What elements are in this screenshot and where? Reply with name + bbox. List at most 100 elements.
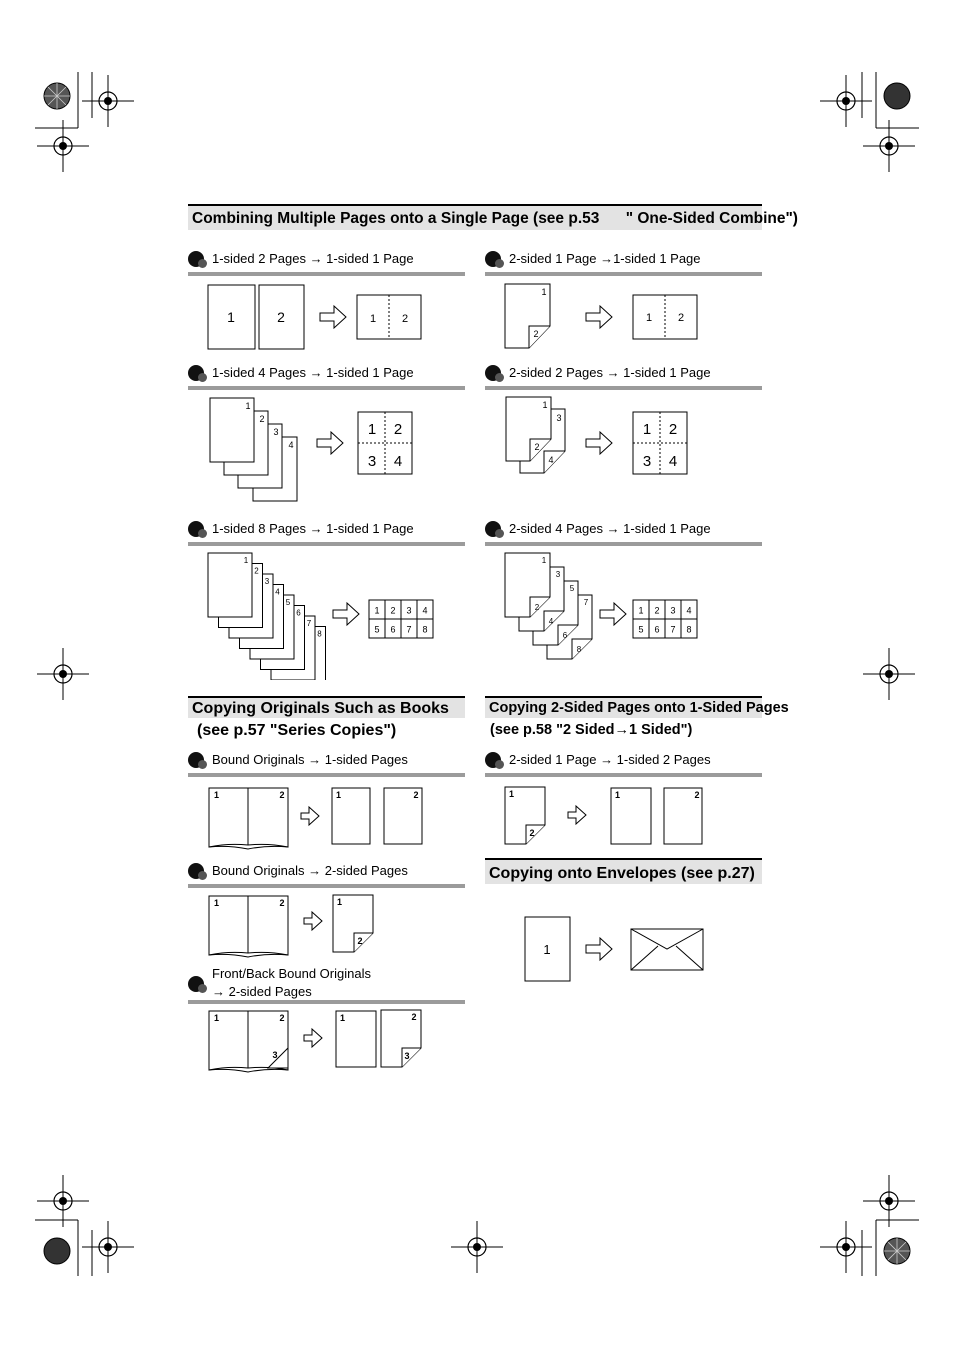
page-number: 6 <box>563 631 568 640</box>
page-number: 1 <box>370 313 376 325</box>
section-title: Combining Multiple Pages onto a Single P… <box>192 210 600 227</box>
page-number: 2 <box>529 828 534 838</box>
page-number: 1 <box>374 606 379 616</box>
page-number: 4 <box>394 453 402 470</box>
page-number: 2 <box>411 1012 416 1022</box>
diagram-bound-to-2s: 1 2 1 2 <box>208 894 374 958</box>
diagram-bound-to-1s: 1 2 1 2 <box>208 787 423 850</box>
page-number: 3 <box>670 606 675 616</box>
page-number: 1 <box>214 898 219 908</box>
page-number: 2 <box>279 790 284 800</box>
color-wheel-icon <box>43 1237 71 1265</box>
subsection-2s1-to-1s1: 2-sided 1 Page →1-sided 1 Page <box>485 248 762 276</box>
bullet-icon <box>485 365 504 382</box>
subsection-2s1-to-1s2: 2-sided 1 Page → 1-sided 2 Pages <box>485 749 762 777</box>
page-number: 7 <box>406 625 411 635</box>
page-number: 7 <box>584 598 589 607</box>
diagram-2s1-to-1s1: 1 2 1 2 <box>504 283 698 349</box>
color-wheel-icon <box>883 82 911 110</box>
subsection-label: Bound Originals → 2-sided Pages <box>212 863 408 878</box>
page-number: 2 <box>535 603 540 612</box>
subsection-label: 2-sided 1 Page → 1-sided 2 Pages <box>509 752 711 767</box>
page-number: 1 <box>245 401 250 411</box>
subsection-label: 2-sided 2 Pages → 1-sided 1 Page <box>509 365 711 380</box>
section-title: Copying Originals Such as Books <box>192 700 449 717</box>
page-number: 3 <box>272 1050 277 1060</box>
page-number: 2 <box>259 414 264 424</box>
page-number: 1 <box>214 1013 219 1023</box>
page-number: 2 <box>279 1013 284 1023</box>
open-book-icon <box>208 895 289 958</box>
section-title-sub: (see p.57 "Series Copies") <box>197 722 397 739</box>
section-title: Copying onto Envelopes (see p.27) <box>489 865 755 882</box>
page-number: 1 <box>638 606 643 616</box>
page-number: 1 <box>340 1013 345 1023</box>
subsection-label: 1-sided 8 Pages → 1-sided 1 Page <box>212 521 414 536</box>
arrow-right-icon <box>585 936 613 962</box>
section-title-cont: " One-Sided Combine") <box>625 210 798 227</box>
envelope-icon <box>630 928 704 971</box>
page-number: 3 <box>368 453 376 470</box>
page-number: 2 <box>390 606 395 616</box>
arrow-right-icon <box>303 910 323 932</box>
page-number: 4 <box>422 606 427 616</box>
page-number: 4 <box>549 617 554 626</box>
page-number: 2 <box>279 898 284 908</box>
page-number: 2 <box>402 313 408 325</box>
subsection-frontback-to-2s: Front/Back Bound Originals → 2-sided Pag… <box>188 966 465 1004</box>
divider <box>188 272 465 276</box>
page-number: 2 <box>394 421 402 438</box>
page-number: 4 <box>288 440 293 450</box>
page-number: 2 <box>534 442 539 452</box>
page-number: 1 <box>337 897 342 907</box>
page-number: 2 <box>277 309 285 325</box>
subsection-label: Bound Originals → 1-sided Pages <box>212 752 408 767</box>
color-wheel-icon <box>43 82 71 110</box>
page-number: 1 <box>244 556 249 565</box>
page-number: 2 <box>669 421 677 438</box>
divider <box>188 1000 465 1004</box>
section-header-books: Copying Originals Such as Books <box>188 696 465 718</box>
page-number: 2 <box>413 790 418 800</box>
section-header-combine: Combining Multiple Pages onto a Single P… <box>188 204 798 230</box>
arrow-right-icon <box>303 1027 323 1049</box>
arrow-right-icon <box>319 304 347 330</box>
arrow-right-icon <box>316 430 344 456</box>
page-number: 1 <box>615 790 620 800</box>
page-number: 3 <box>265 577 270 586</box>
arrow-right-icon <box>332 601 360 627</box>
subsection-2s4-to-1s1: 2-sided 4 Pages → 1-sided 1 Page <box>485 518 762 546</box>
bullet-icon <box>188 521 207 538</box>
page-number: 4 <box>669 453 677 470</box>
page-number: 3 <box>556 413 561 423</box>
subsection-1s4-to-1s1: 1-sided 4 Pages → 1-sided 1 Page <box>188 362 465 390</box>
subsection-label: 1-sided 2 Pages → 1-sided 1 Page <box>212 251 414 266</box>
subsection-label: 2-sided 1 Page →1-sided 1 Page <box>509 251 701 266</box>
bullet-icon <box>188 976 207 993</box>
arrow-right-icon <box>585 430 613 456</box>
arrow-right-icon <box>567 804 587 826</box>
diagram-1s4-to-1s1: 4 3 2 1 1 2 3 4 <box>209 397 413 502</box>
open-book-icon <box>208 1010 289 1073</box>
divider <box>485 773 762 777</box>
page-number: 1 <box>214 790 219 800</box>
arrow-right-icon <box>585 304 613 330</box>
page-number: 2 <box>694 790 699 800</box>
page-number: 1 <box>336 790 341 800</box>
page-number: 3 <box>406 606 411 616</box>
arrow-right-icon <box>599 601 627 627</box>
page-number: 1 <box>227 309 235 325</box>
page-number: 1 <box>509 789 514 799</box>
bullet-icon <box>188 752 207 769</box>
subsection-1s2-to-1s1: 1-sided 2 Pages → 1-sided 1 Page <box>188 248 465 276</box>
page-number: 1 <box>643 421 651 438</box>
page-number: 8 <box>422 625 427 635</box>
open-book-icon <box>208 787 289 850</box>
page-number: 4 <box>686 606 691 616</box>
page-number: 2 <box>678 312 684 324</box>
subsection-bound-to-1s: Bound Originals → 1-sided Pages <box>188 749 465 777</box>
page-number: 5 <box>638 625 643 635</box>
divider <box>188 773 465 777</box>
